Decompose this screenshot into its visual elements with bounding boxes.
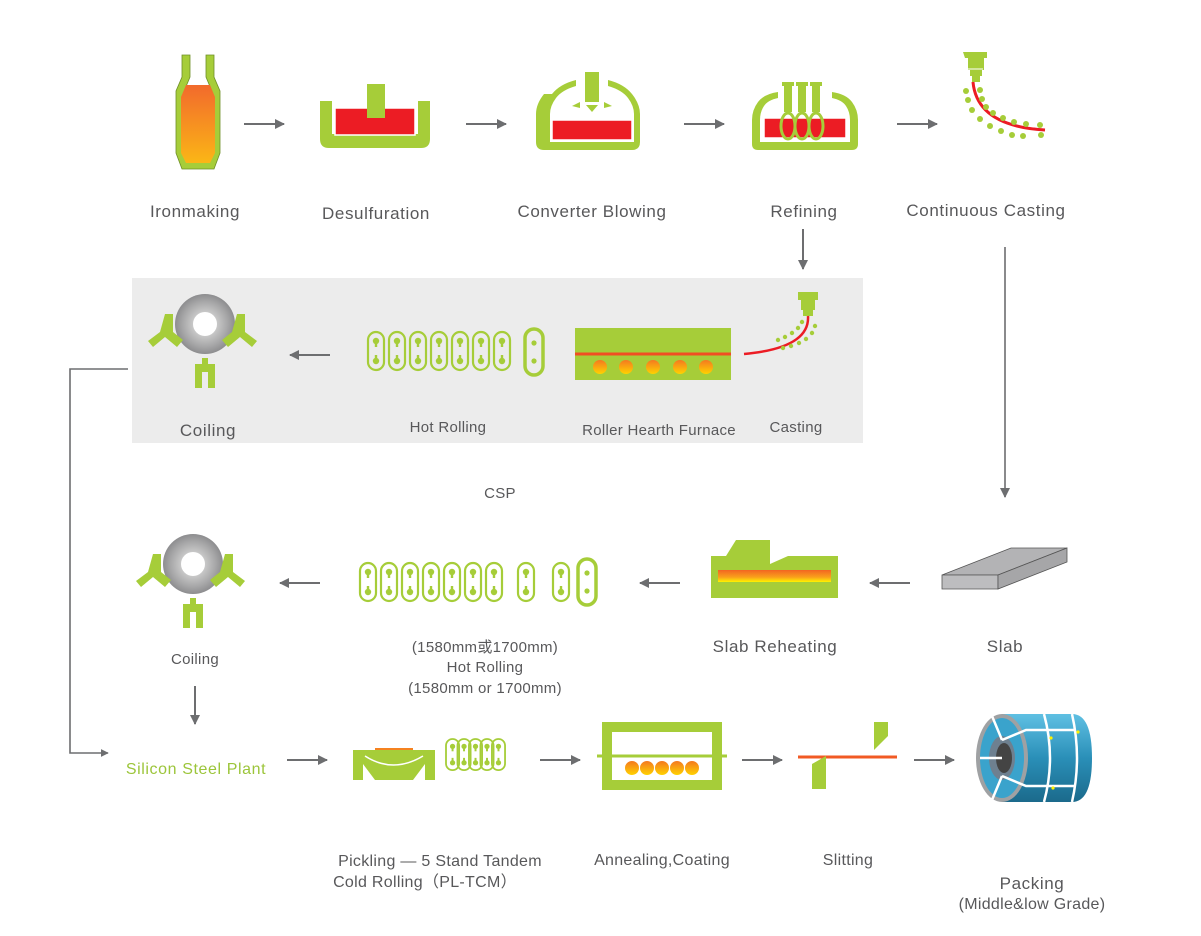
continuous-caster-icon (963, 52, 1046, 139)
csp-label-roller-hearth-furnace: Roller Hearth Furnace (582, 422, 736, 439)
reheating-furnace-icon (711, 540, 838, 598)
arrow-right (684, 119, 725, 129)
row3-label-coiling: Coiling (171, 651, 219, 668)
arrow-right (540, 755, 581, 765)
row4-label-pickling-line2: Cold Rolling（PL-TCM） (333, 874, 517, 891)
arrow-right (244, 119, 285, 129)
slitting-icon (798, 722, 897, 789)
refining-vessel-icon (752, 82, 858, 150)
arrow-right (466, 119, 507, 129)
annealing-furnace-icon (597, 722, 727, 790)
arrow-left (289, 350, 330, 360)
arrow-right (897, 119, 938, 129)
slab-icon (941, 547, 1068, 590)
pickling-cold-rolling-icon (353, 738, 521, 780)
csp-section-title: CSP (484, 485, 516, 502)
arrow-down-long (1000, 247, 1010, 498)
caster-icon (743, 292, 818, 356)
coiler-icon (136, 534, 245, 628)
row4-label-packing-line2: (Middle&low Grade) (958, 896, 1106, 913)
arrow-left (639, 578, 680, 588)
row3-label-hot-rolling-line2: Hot Rolling (446, 659, 524, 676)
connector-csp-to-silicon (69, 368, 128, 757)
arrow-right (287, 755, 328, 765)
step-label-continuous-casting: Continuous Casting (906, 201, 1066, 220)
row4-label-slitting: Slitting (822, 852, 874, 869)
silicon-steel-plant-label: Silicon Steel Plant (125, 761, 267, 778)
row3-label-hot-rolling-line3: (1580mm or 1700mm) (408, 680, 562, 697)
csp-section (132, 278, 863, 443)
rolling-mill-icon (350, 557, 608, 607)
csp-label-hot-rolling: Hot Rolling (409, 419, 487, 436)
coiler-icon (148, 294, 257, 388)
row3-label-slab-reheating: Slab Reheating (712, 637, 838, 656)
blast-furnace-icon (175, 54, 221, 170)
arrow-right (742, 755, 783, 765)
arrow-right (914, 755, 955, 765)
csp-label-coiling: Coiling (179, 421, 237, 440)
row4-label-packing-line1: Packing (999, 874, 1065, 893)
arrow-left (869, 578, 910, 588)
step-label-ironmaking: Ironmaking (149, 202, 241, 221)
step-label-desulfuration: Desulfuration (322, 204, 430, 223)
desulfuration-ladle-icon (320, 84, 430, 148)
arrow-down (190, 686, 200, 725)
step-label-converter-blowing: Converter Blowing (517, 202, 667, 221)
csp-label-casting: Casting (769, 419, 823, 436)
row3-label-hot-rolling-line1: (1580mm或1700mm) (411, 639, 559, 656)
row4-label-annealing-coating: Annealing,Coating (594, 852, 730, 869)
packed-coil-icon (976, 713, 1092, 803)
roller-hearth-furnace-icon (575, 328, 731, 380)
arrow-down (798, 229, 808, 270)
row3-label-slab: Slab (986, 637, 1024, 656)
arrow-left (279, 578, 320, 588)
row4-label-pickling-line1: Pickling — 5 Stand Tandem (338, 853, 542, 870)
step-label-refining: Refining (770, 202, 838, 221)
converter-icon (536, 72, 640, 150)
